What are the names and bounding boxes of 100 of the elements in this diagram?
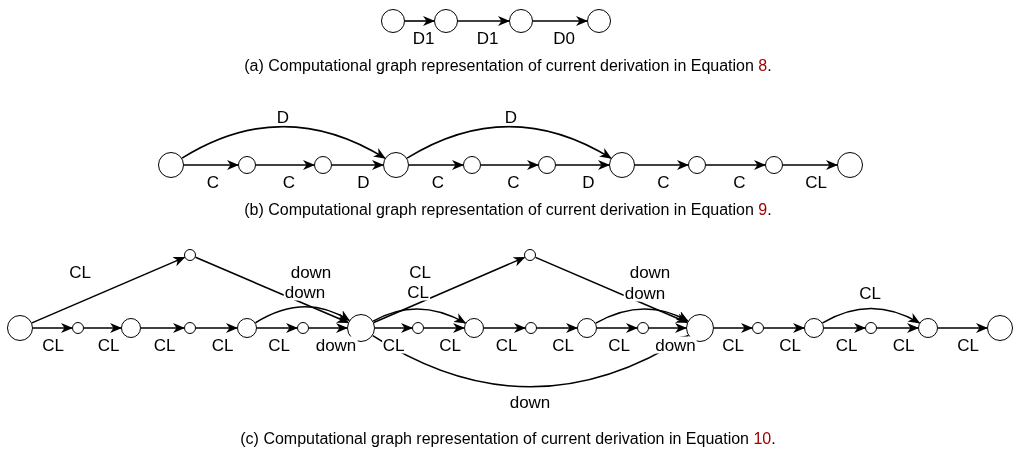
graph-node	[587, 9, 611, 33]
graph-node	[434, 9, 458, 33]
edge-label: CL	[721, 336, 745, 354]
graph-node	[314, 156, 332, 174]
edge-label: CL	[607, 336, 631, 354]
edge-label: C	[281, 173, 297, 191]
graph-node	[463, 156, 481, 174]
figure-caption: (a) Computational graph representation of current derivation in Equation 8.	[244, 57, 772, 74]
edge-label: CL	[152, 336, 177, 354]
graph-node	[765, 156, 783, 174]
edge-label: D	[581, 173, 596, 191]
edge-label: CL	[68, 263, 92, 281]
edge-label: D	[356, 173, 371, 191]
arrow	[457, 16, 510, 26]
edge-label: C	[656, 173, 671, 191]
edge-label: down	[283, 283, 327, 301]
arrow	[31, 256, 186, 324]
arrow	[483, 323, 526, 333]
edge-label: C	[732, 173, 747, 191]
graph-node	[752, 322, 764, 334]
graph-node	[184, 249, 196, 261]
arrow	[183, 160, 239, 170]
edge-label: D0	[552, 29, 576, 47]
graph-node	[383, 152, 409, 178]
arrow	[408, 160, 464, 170]
graph-node	[577, 318, 597, 338]
edge-label: CL	[858, 284, 882, 302]
arrow	[194, 256, 350, 324]
graph-node	[184, 322, 196, 334]
arrow	[763, 323, 805, 333]
graph-node	[72, 322, 84, 334]
arrow	[256, 323, 298, 333]
edge-label: CL	[804, 173, 828, 191]
edge-label: down	[654, 336, 697, 354]
arrow	[308, 323, 348, 333]
arrow	[596, 323, 638, 333]
graph-node	[609, 152, 635, 178]
arrow	[374, 323, 413, 333]
edge-label: CL	[41, 336, 65, 354]
arrow	[254, 306, 351, 324]
arrow	[782, 160, 838, 170]
figure-caption: (c) Computational graph representation of current derivation in Equation 10.	[240, 430, 776, 447]
edge-label: CL	[406, 283, 430, 301]
edge-label: down	[289, 263, 333, 281]
graph-node	[804, 318, 824, 338]
arrow	[555, 160, 610, 170]
edge-label: CL	[891, 336, 916, 354]
edge-label: D	[503, 108, 519, 126]
edge-label: C	[430, 173, 446, 191]
arrow	[532, 16, 588, 26]
graph-node	[381, 9, 405, 33]
graph-node	[7, 315, 33, 341]
edge-label: CL	[96, 336, 121, 354]
arrow	[406, 125, 612, 159]
edge-label: CL	[267, 336, 291, 354]
graph-node	[837, 152, 863, 178]
graph-node	[121, 318, 141, 338]
arrow	[648, 323, 687, 333]
graph-node	[509, 9, 533, 33]
edge-label: CL	[408, 263, 432, 281]
arrow	[423, 323, 465, 333]
arrow	[821, 307, 921, 324]
arrow	[404, 16, 435, 26]
graph-node	[297, 322, 309, 334]
edge-label: CL	[210, 336, 235, 354]
edge-label: CL	[778, 336, 802, 354]
arrow	[705, 160, 766, 170]
arrow	[536, 323, 578, 333]
graph-node	[538, 156, 556, 174]
arrow	[83, 323, 122, 333]
edge-label: C	[506, 173, 521, 191]
arrow	[594, 308, 689, 324]
arrow	[534, 256, 689, 324]
edge-label: CL	[381, 336, 406, 354]
arrow	[255, 160, 315, 170]
graph-node	[238, 156, 256, 174]
graph-node	[525, 322, 537, 334]
edge-label: CL	[438, 336, 462, 354]
arrow	[32, 323, 73, 333]
graph-node	[158, 152, 184, 178]
edge-label: D1	[475, 29, 500, 47]
arrow	[140, 323, 185, 333]
arrow	[373, 256, 526, 324]
arrow	[937, 323, 988, 333]
edge-label: C	[205, 173, 221, 191]
graph-node	[464, 318, 484, 338]
arrow	[713, 323, 753, 333]
arrow	[331, 160, 384, 170]
arrow	[876, 323, 919, 333]
edge-label: down	[628, 263, 672, 281]
arrow	[823, 323, 866, 333]
graph-node	[688, 156, 706, 174]
arrow	[372, 308, 467, 324]
edge-label: CL	[494, 336, 519, 354]
graph-node	[237, 318, 257, 338]
arrow	[480, 160, 539, 170]
edge-label: CL	[956, 336, 980, 354]
edge-label: CL	[834, 336, 859, 354]
graph-node	[637, 322, 649, 334]
edge-label: down	[623, 284, 667, 302]
